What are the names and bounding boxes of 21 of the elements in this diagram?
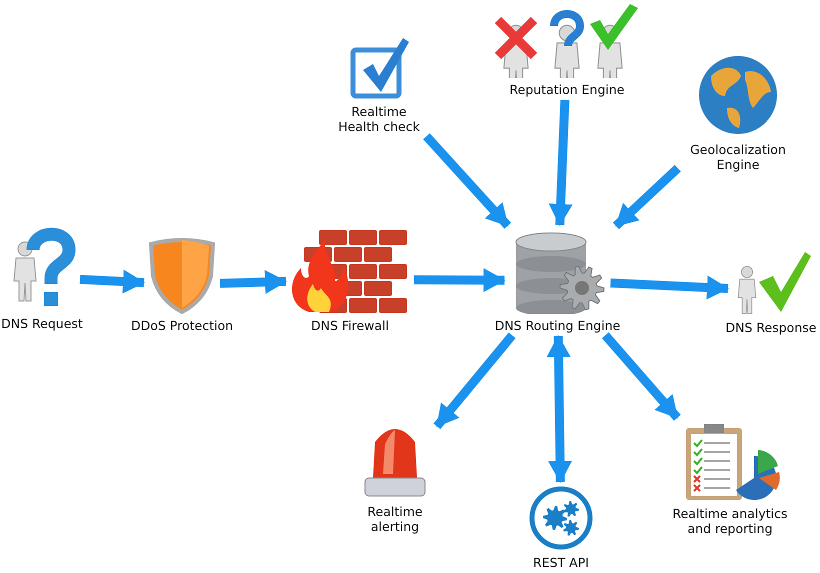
node-label: DNS Request (1, 316, 83, 331)
arrow (602, 332, 681, 421)
node-label: DDoS Protection (130, 318, 234, 333)
arrow (423, 133, 512, 229)
arrow (414, 268, 506, 292)
node-label: Realtime analytics and reporting (671, 506, 789, 536)
node-label: DNS Firewall (310, 318, 390, 333)
arrow (612, 164, 681, 230)
node-label: DNS Response (726, 320, 816, 335)
node-label: REST API (533, 555, 589, 570)
node-label: Geolocalization Engine (689, 142, 787, 172)
node-label: DNS Routing Engine (494, 318, 620, 333)
arrow (548, 100, 573, 226)
node-label: Realtime Health check (337, 104, 421, 134)
arrow (610, 276, 729, 300)
arrow (433, 332, 516, 430)
node-label: Realtime alerting (366, 504, 424, 534)
node-label: Reputation Engine (510, 82, 624, 97)
arrow (220, 270, 287, 294)
arrow (546, 335, 572, 483)
arrow (80, 270, 145, 294)
